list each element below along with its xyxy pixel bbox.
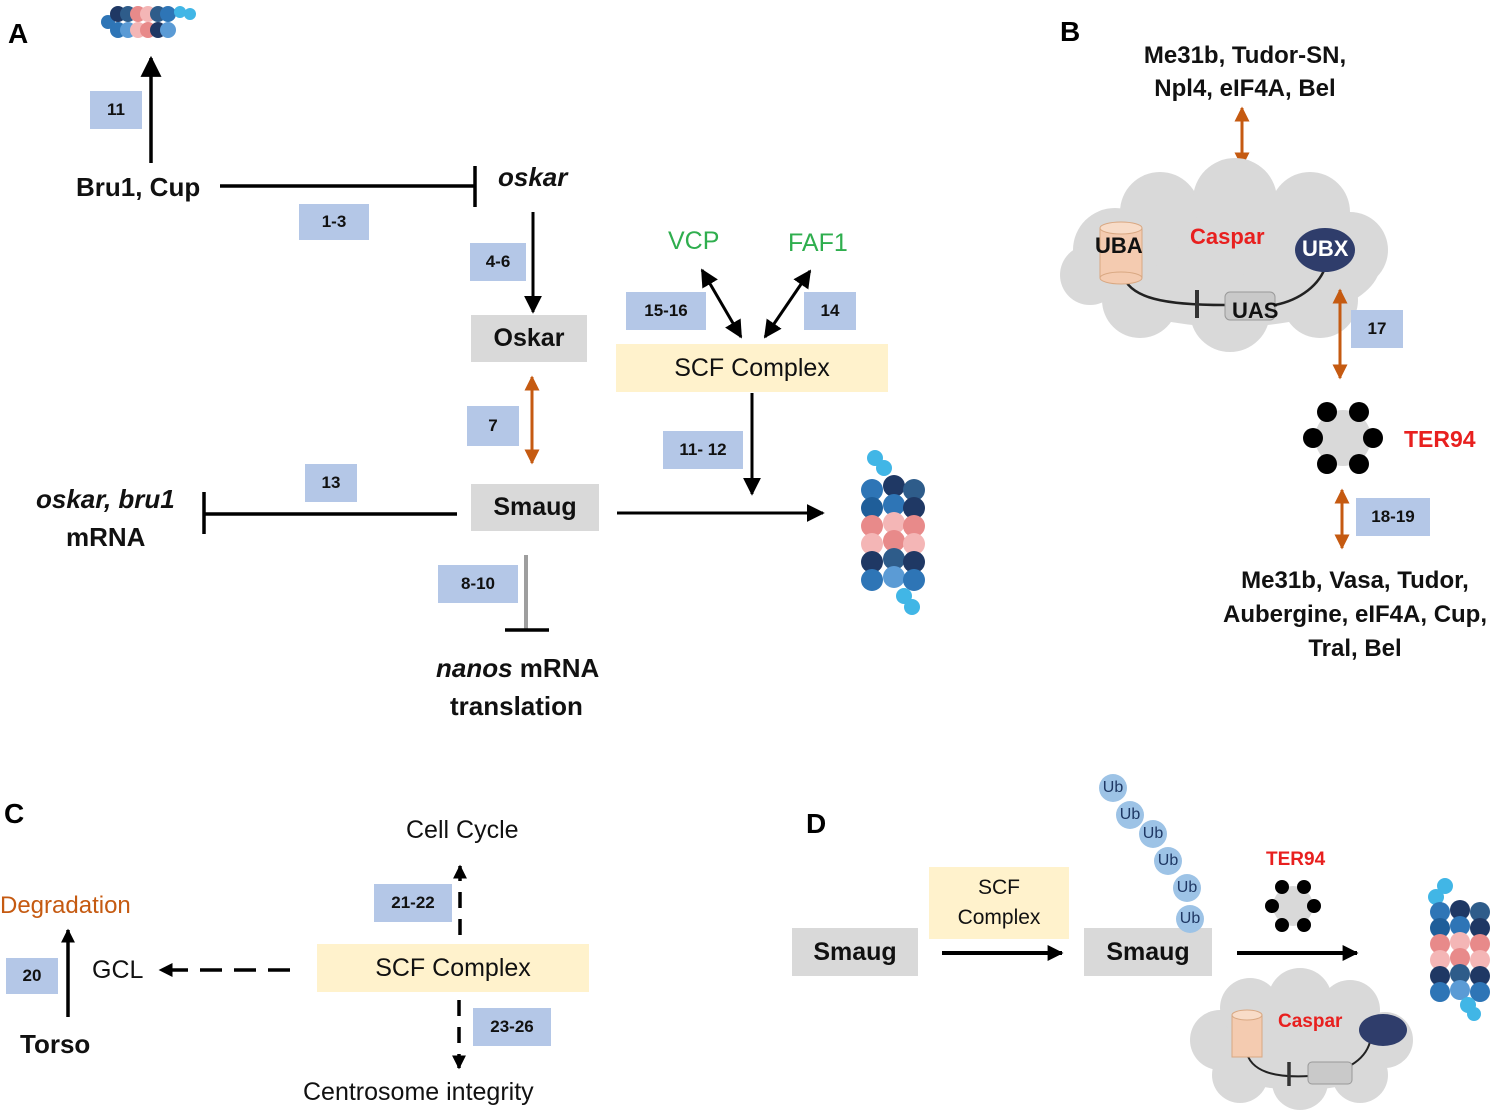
uas-domain-icon-d	[1307, 1061, 1353, 1085]
smaug-box-ubiquitinated: Smaug	[1084, 928, 1212, 976]
mrna-label: mRNA	[66, 522, 146, 552]
smaug-box-unmodified: Smaug	[792, 928, 918, 976]
ubiquitin-tag: Ub	[1139, 820, 1167, 848]
bru1-cup-label: Bru1, Cup	[76, 172, 201, 202]
ref-badge: 7	[467, 406, 519, 446]
bottom-partners-line3: Tral, Bel	[1308, 635, 1402, 662]
centrosome-integrity-label: Centrosome integrity	[303, 1078, 534, 1106]
bottom-partners-line2: Aubergine, eIF4A, Cup,	[1222, 601, 1488, 628]
ref-badge: 20	[6, 958, 58, 994]
torso-label: Torso	[20, 1029, 91, 1059]
caspar-label-d: Caspar	[1278, 1011, 1343, 1032]
top-partners-line1: Me31b, Tudor-SN,	[1143, 42, 1347, 69]
ubiquitin-tag: Ub	[1116, 801, 1144, 829]
interaction-faf1-scf	[763, 269, 812, 339]
ref-badge: 15-16	[626, 292, 706, 330]
ubiquitin-tag: Ub	[1173, 874, 1201, 902]
uba-label: UBA	[1095, 233, 1143, 258]
scf-complex-box-d: SCF Complex	[929, 867, 1069, 939]
ubiquitin-tag: Ub	[1176, 905, 1204, 933]
ubiquitin-tag: Ub	[1099, 774, 1127, 802]
ter94-label: TER94	[1404, 426, 1476, 452]
oskar-gene-label: oskar	[498, 162, 568, 192]
proteasome-icon-top	[101, 6, 196, 38]
ter94-hexamer-icon	[1303, 402, 1383, 474]
ref-badge: 21-22	[374, 884, 452, 922]
ter94-label-d: TER94	[1266, 849, 1326, 870]
scf-complex-box-c: SCF Complex	[317, 944, 589, 992]
panel-label-d: D	[806, 808, 827, 839]
translation-label: translation	[450, 691, 583, 721]
ref-badge: 11	[90, 91, 142, 129]
interaction-vcp-scf	[700, 268, 743, 339]
proteasome-icon-d	[1428, 878, 1490, 1021]
cell-cycle-label: Cell Cycle	[406, 816, 519, 844]
oskar-protein-box: Oskar	[471, 315, 587, 362]
ref-badge: 4-6	[470, 243, 526, 281]
panel-label-b: B	[1060, 16, 1081, 47]
ref-badge: 23-26	[473, 1008, 551, 1046]
ref-badge: 8-10	[438, 565, 518, 603]
caspar-label: Caspar	[1190, 224, 1265, 249]
top-partners-line2: Npl4, eIF4A, Bel	[1154, 75, 1336, 102]
ref-badge: 17	[1351, 310, 1403, 348]
vcp-label: VCP	[668, 227, 720, 255]
faf1-label: FAF1	[788, 229, 848, 257]
scf-line2: Complex	[957, 906, 1041, 929]
ref-badge: 11- 12	[663, 431, 743, 469]
gcl-label: GCL	[92, 956, 144, 984]
smaug-box: Smaug	[471, 484, 599, 531]
uas-domain-icon	[1224, 291, 1276, 321]
panel-label-a: A	[8, 18, 29, 49]
mrna-genes-label: oskar, bru1	[36, 484, 175, 514]
ubx-domain-icon-d	[1359, 1014, 1407, 1046]
ubiquitin-tag: Ub	[1154, 847, 1182, 875]
bottom-partners-line1: Me31b, Vasa, Tudor,	[1241, 567, 1469, 594]
uba-domain-icon	[1099, 221, 1143, 285]
ref-badge: 18-19	[1356, 498, 1430, 536]
ref-badge: 1-3	[299, 204, 369, 240]
ref-badge: 13	[305, 464, 357, 502]
uba-domain-icon-d	[1231, 1009, 1263, 1058]
degradation-label: Degradation	[0, 892, 131, 919]
uas-label: UAS	[1232, 298, 1279, 323]
scf-line1: SCF	[978, 875, 1020, 899]
ubx-label: UBX	[1302, 236, 1349, 261]
ter94-hexamer-icon-d	[1265, 880, 1321, 932]
scf-complex-box: SCF Complex	[616, 344, 888, 392]
ref-badge: 14	[804, 292, 856, 330]
panel-label-c: C	[4, 798, 25, 829]
nanos-label: nanos mRNA	[436, 653, 600, 683]
proteasome-icon-a	[861, 450, 925, 615]
ubx-domain-icon	[1295, 228, 1355, 272]
